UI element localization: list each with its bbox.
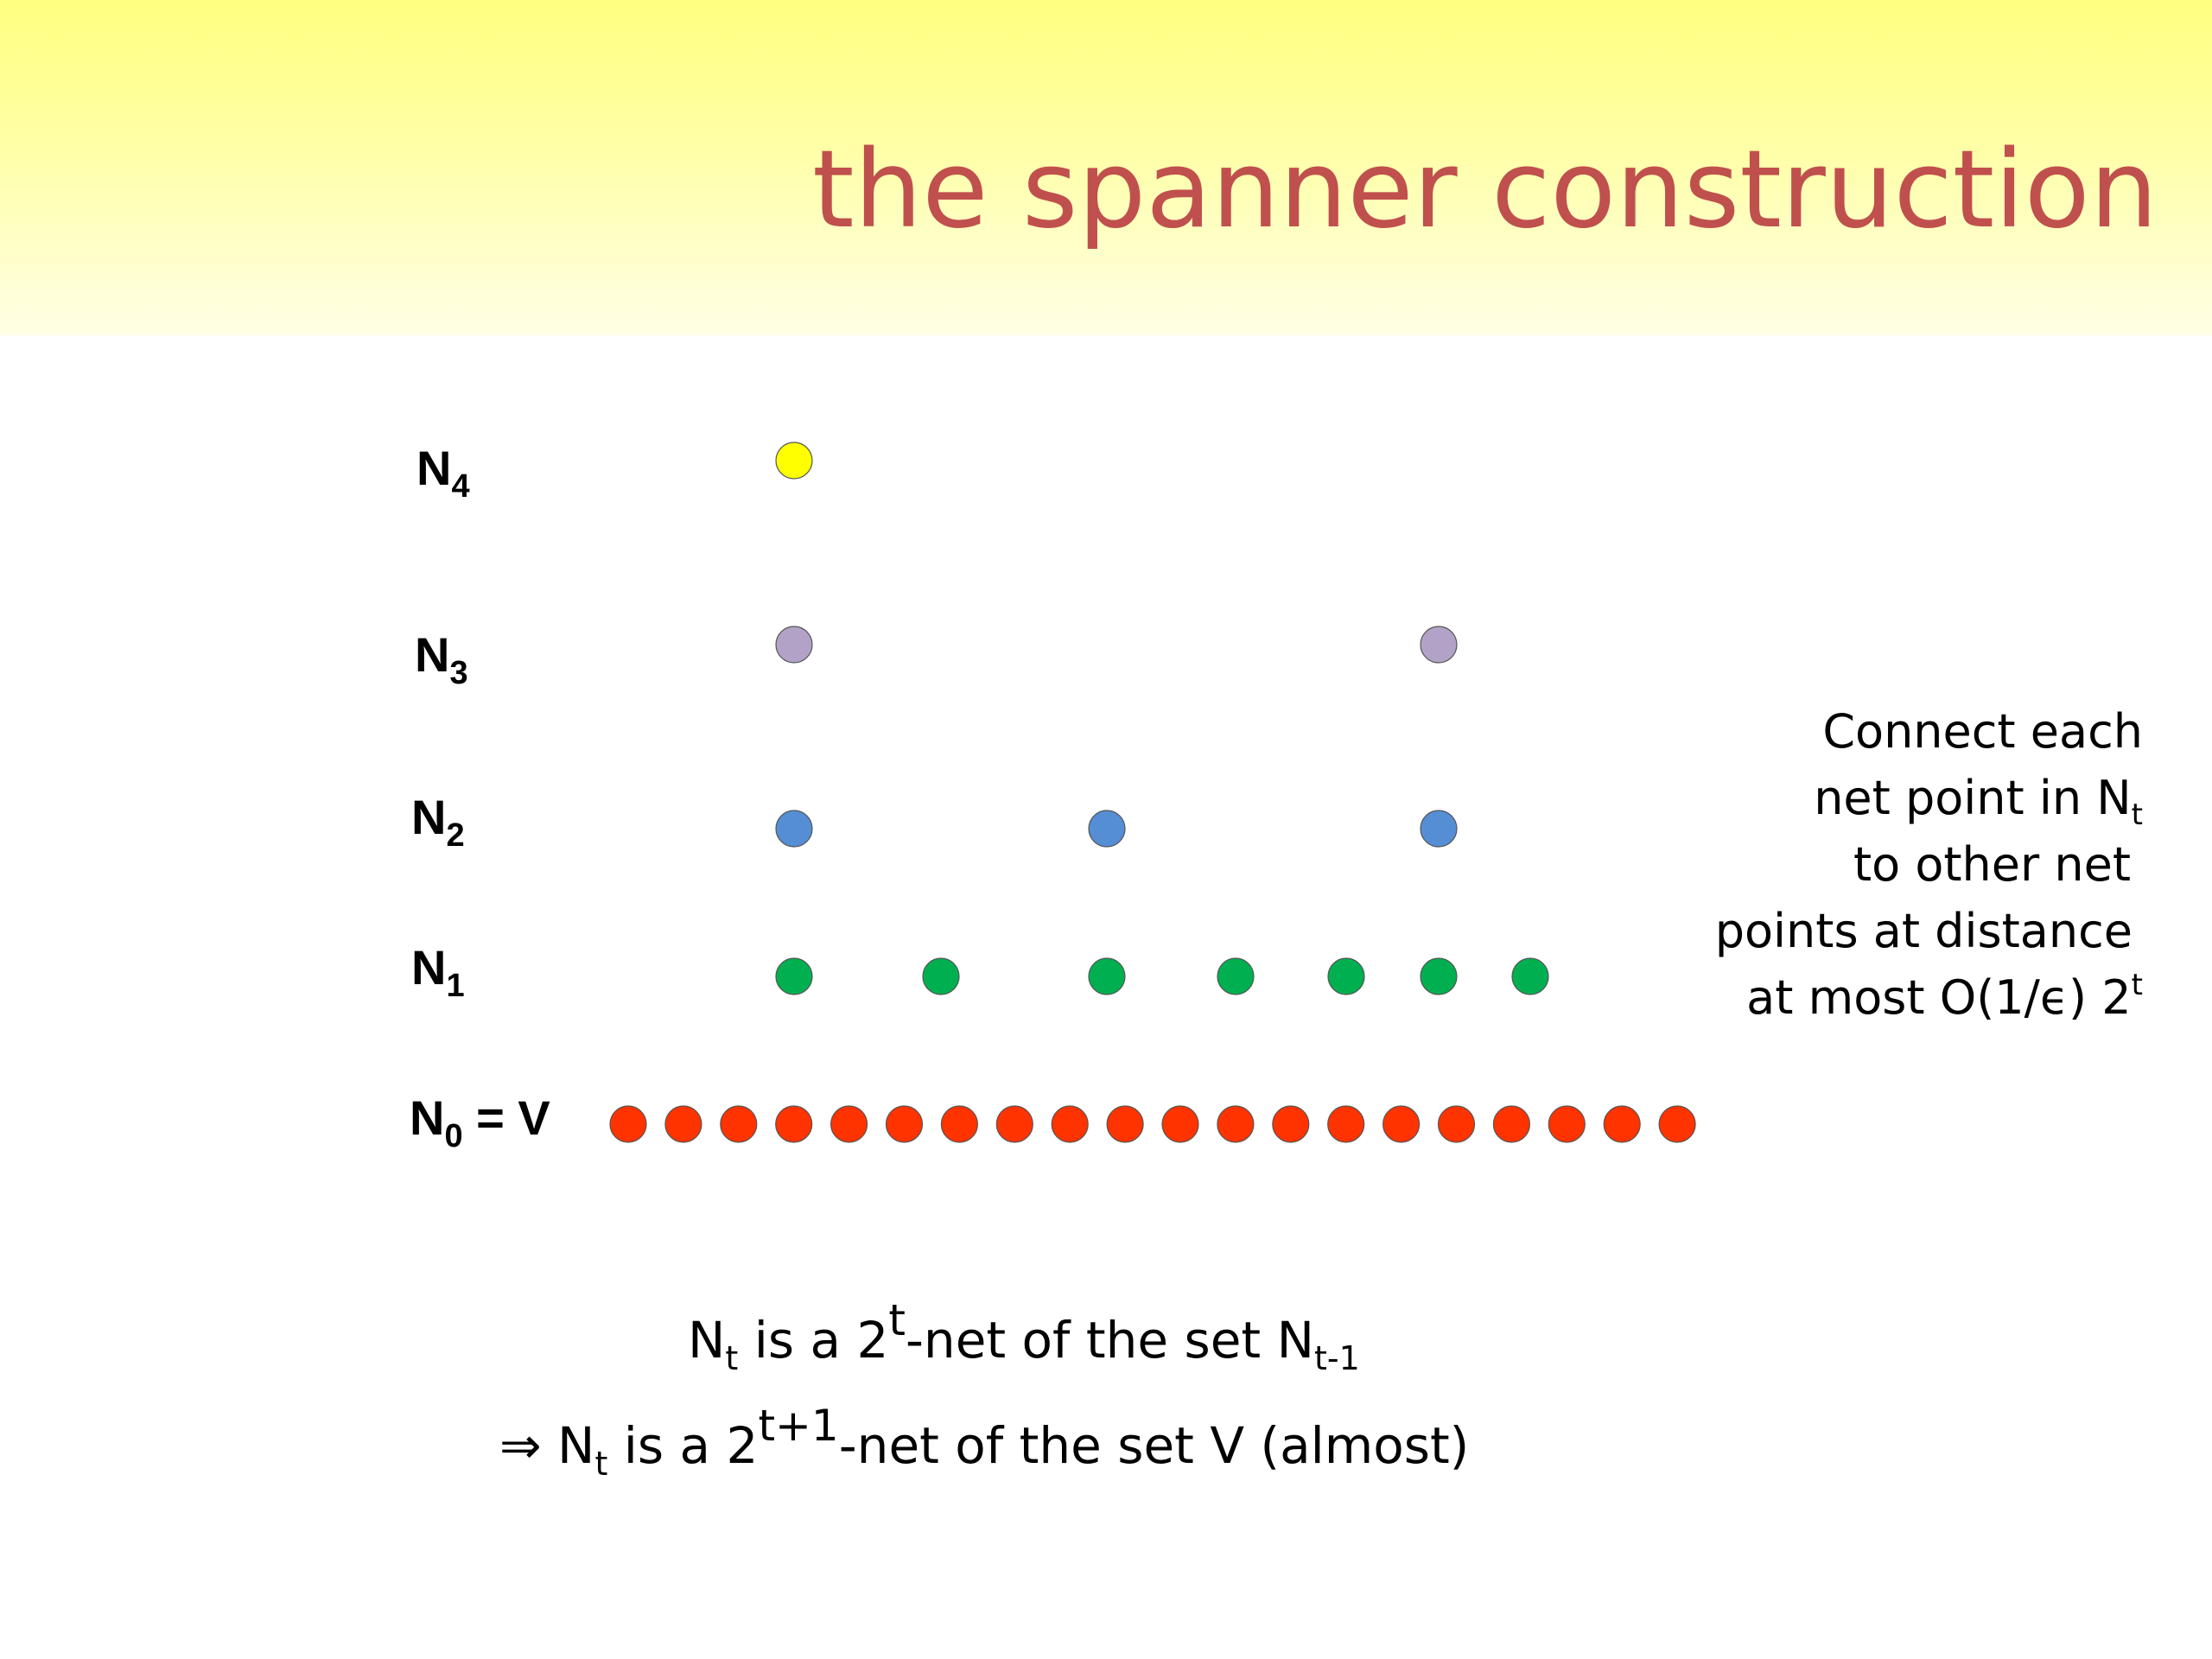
- net-point-n0-3: [720, 1105, 758, 1143]
- net-point-n0-5: [830, 1105, 868, 1143]
- net-point-n4-1: [775, 442, 813, 480]
- slide-title: the spanner construction: [812, 128, 2158, 252]
- net-row-n3: [775, 626, 1458, 664]
- net-point-n0-19: [1603, 1105, 1641, 1143]
- caption-line-2: ⇒ Nt is a 2t+1-net of the set V (almost): [499, 1401, 1470, 1483]
- implies-arrow-icon: ⇒: [499, 1416, 542, 1475]
- net-point-n0-2: [664, 1105, 702, 1143]
- side-note-line-5: at most O(1/ϵ) 2t: [1746, 968, 2143, 1025]
- net-point-n0-7: [940, 1105, 979, 1143]
- side-note: Connect each net point in Nt to other ne…: [1694, 698, 2143, 1031]
- net-point-n0-15: [1382, 1105, 1421, 1143]
- level-label-n4: N4: [416, 441, 470, 505]
- net-point-n1-6: [1420, 957, 1458, 995]
- net-point-n0-10: [1106, 1105, 1144, 1143]
- net-point-n1-2: [922, 957, 960, 995]
- side-note-line-2: net point in Nt: [1814, 771, 2143, 832]
- net-point-n1-7: [1511, 957, 1549, 995]
- net-point-n0-9: [1051, 1105, 1089, 1143]
- net-point-n0-20: [1658, 1105, 1696, 1143]
- net-point-n1-4: [1217, 957, 1255, 995]
- side-note-line-3: to other net: [1853, 837, 2131, 892]
- net-point-n0-18: [1548, 1105, 1586, 1143]
- net-point-n2-1: [775, 810, 813, 848]
- net-point-n0-17: [1492, 1105, 1531, 1143]
- net-point-n0-16: [1437, 1105, 1476, 1143]
- net-point-n0-1: [609, 1105, 647, 1143]
- net-point-n0-8: [995, 1105, 1033, 1143]
- net-point-n1-5: [1327, 957, 1365, 995]
- net-point-n2-2: [1088, 810, 1126, 848]
- net-row-n2: [775, 810, 1458, 848]
- level-label-n1: N1: [411, 940, 465, 1004]
- net-point-n0-4: [775, 1105, 813, 1143]
- net-row-n1: [775, 957, 1549, 995]
- caption-line-1: Nt is a 2t-net of the set Nt-1: [688, 1295, 1360, 1377]
- net-point-n0-13: [1272, 1105, 1310, 1143]
- net-row-n0: [609, 1105, 1696, 1143]
- level-label-n0: N0 = V: [410, 1090, 550, 1154]
- slide-header-band: [0, 0, 2212, 335]
- net-point-n0-14: [1327, 1105, 1365, 1143]
- net-point-n1-1: [775, 957, 813, 995]
- net-point-n1-3: [1088, 957, 1126, 995]
- net-point-n0-11: [1161, 1105, 1199, 1143]
- net-point-n3-2: [1420, 626, 1458, 664]
- side-note-line-1: Connect each: [1822, 704, 2143, 759]
- net-point-n3-1: [775, 626, 813, 664]
- net-point-n0-12: [1217, 1105, 1255, 1143]
- net-row-n4: [775, 442, 813, 480]
- level-label-n3: N3: [415, 627, 468, 691]
- net-point-n2-3: [1420, 810, 1458, 848]
- side-note-line-4: points at distance: [1714, 904, 2133, 958]
- net-point-n0-6: [885, 1105, 924, 1143]
- level-label-n2: N2: [411, 790, 465, 854]
